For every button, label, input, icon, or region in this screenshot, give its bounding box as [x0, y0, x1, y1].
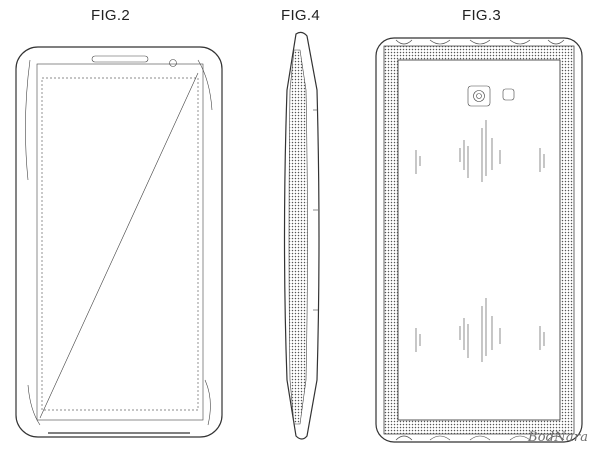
fig2-outer-body	[15, 46, 223, 438]
fig2-bottom-edge-curve	[27, 384, 41, 426]
fig2-screen-boundary	[41, 77, 199, 411]
fig2-camera-icon	[169, 59, 177, 67]
fig2-left-edge-curve	[25, 59, 31, 181]
fig3-label: FIG.3	[462, 7, 502, 24]
fig3-camera-lens-inner-icon	[476, 93, 482, 99]
fig2-front-view	[15, 46, 223, 438]
fig3-dotted-frame	[383, 45, 575, 435]
fig3-back-view	[375, 37, 583, 443]
fig4-dotted-edge-band	[288, 49, 308, 425]
fig4-outer-profile	[283, 31, 320, 440]
fig3-camera-lens-icon	[473, 90, 485, 102]
fig2-label: FIG.2	[91, 7, 131, 24]
watermark-text: BodNara	[528, 430, 589, 445]
fig3-reflection-upper	[415, 120, 545, 182]
fig4-side-view	[283, 31, 320, 440]
fig2-display-area	[36, 63, 204, 421]
fig3-reflection-lower	[415, 298, 545, 362]
fig4-label: FIG.4	[281, 7, 321, 24]
fig3-flash-icon	[502, 88, 515, 101]
fig2-right-edge-curve	[204, 379, 211, 426]
fig3-camera-module-icon	[467, 85, 491, 107]
fig2-speaker-icon	[91, 55, 149, 63]
fig3-side-rail-marks	[395, 39, 565, 441]
fig3-outer-body	[375, 37, 583, 443]
fig2-top-edge-curve	[197, 59, 213, 111]
fig3-back-panel	[397, 59, 561, 421]
fig2-reflection-line	[39, 72, 199, 419]
